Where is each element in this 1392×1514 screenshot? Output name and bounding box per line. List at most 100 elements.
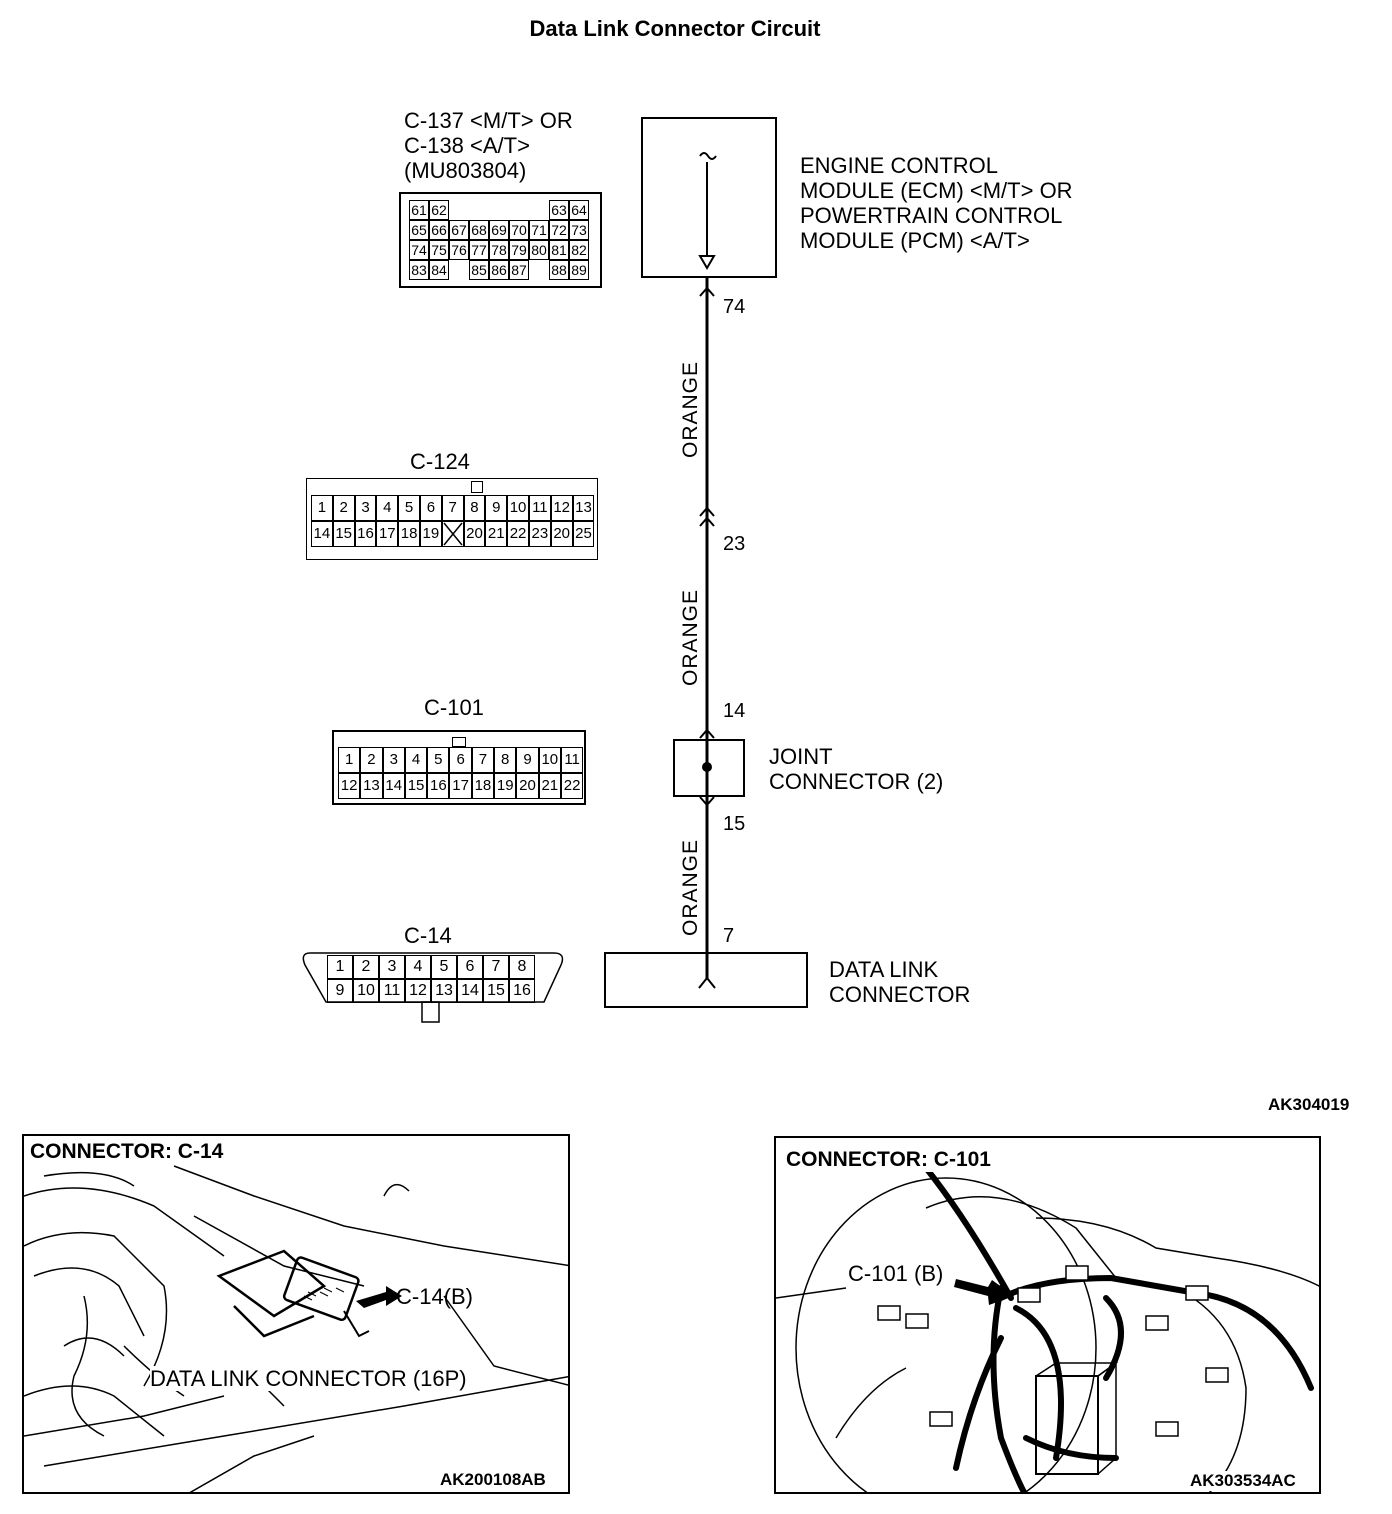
pin-15-label: 15 [723, 813, 746, 835]
pin-cell: 12 [338, 773, 361, 799]
photo-panel-c101: CONNECTOR: C-101 C-101 (B) AK303534AC [774, 1136, 1321, 1494]
ecm-connector-label-line: (MU803804) [404, 158, 527, 183]
ecm-module-box [641, 117, 777, 278]
ecm-tilde-symbol [699, 152, 717, 160]
pin-cell: 87 [509, 260, 529, 280]
pin-cell: 81 [549, 240, 569, 260]
wire-color-label: ORANGE [679, 838, 702, 936]
pin-cell: 10 [538, 747, 561, 773]
pin-cell: 88 [549, 260, 569, 280]
circuit-wiring [604, 152, 808, 1008]
pin-cell: 14 [457, 979, 483, 1003]
photo-panel-c101-title: CONNECTOR: C-101 [786, 1148, 995, 1172]
c101-label: C-101 [424, 695, 484, 720]
pin-cell: 1 [327, 955, 353, 979]
pin-cell: 16 [354, 521, 377, 547]
pin-cell: 75 [429, 240, 449, 260]
ecm-connector-label-line: C-137 <M/T> OR [404, 108, 573, 133]
pin-cell: 9 [516, 747, 539, 773]
pin-cell: 17 [376, 521, 399, 547]
c14-location-illustration [24, 1165, 568, 1492]
blocked-cavity-icon [443, 522, 463, 546]
pin-cell: 16 [509, 979, 535, 1003]
pin-cell: 61 [409, 200, 429, 220]
joint-splice-dot [702, 762, 712, 772]
dlc-label-line: DATA LINK [829, 957, 939, 982]
pin-cell: 4 [404, 747, 428, 773]
pin-cell: 84 [429, 260, 449, 280]
pin-cell: 77 [469, 240, 489, 260]
pin-cell: 10 [507, 495, 529, 521]
pin-cell: 5 [431, 955, 457, 979]
pin-cell: 18 [471, 773, 495, 799]
pin-cell: 65 [409, 220, 429, 240]
joint-connector-label-line: CONNECTOR (2) [769, 769, 944, 794]
pin-74-label: 74 [723, 296, 746, 318]
c14-callout: C-14(B) [396, 1284, 474, 1309]
empty-cavity [441, 521, 464, 547]
pin-cell: 25 [572, 521, 595, 547]
pin-cell: 66 [429, 220, 449, 240]
terminal-23-upper [699, 506, 715, 517]
pin-cell: 85 [469, 260, 489, 280]
joint-connector-label: JOINT CONNECTOR (2) [769, 744, 943, 794]
pin-cell: 21 [538, 773, 561, 799]
pin-cell: 21 [485, 521, 508, 547]
pin-cell: 20 [516, 773, 539, 799]
c101-location-illustration [776, 1165, 1319, 1492]
pin-cell: 64 [569, 200, 589, 220]
pin-cell: 17 [449, 773, 472, 799]
pin-cell: 14 [382, 773, 405, 799]
pin-cell: 4 [405, 955, 431, 979]
pin-cell: 12 [550, 495, 573, 521]
ecm-module-label-line: ENGINE CONTROL [800, 153, 999, 178]
pin-cell: 20 [550, 521, 573, 547]
pin-cell: 5 [427, 747, 450, 773]
dlc-label: DATA LINK CONNECTOR [829, 957, 970, 1007]
ecm-module-label: ENGINE CONTROL MODULE (ECM) <M/T> OR POW… [800, 153, 1073, 253]
photo-panel-c14: CONNECTOR: C-14 C-14(B) DATA LINK CONNEC… [22, 1134, 570, 1494]
pin-cell: 3 [382, 747, 405, 773]
ecm-module-label-line: POWERTRAIN CONTROL [800, 203, 1063, 228]
c14-connector-outline [302, 952, 564, 1023]
pin-cell: 13 [572, 495, 595, 521]
pin-cell: 2 [360, 747, 383, 773]
c101-lock-tab [452, 737, 466, 747]
pin-cell: 3 [379, 955, 405, 979]
pin-cell: 14 [311, 521, 333, 547]
pin-cell: 71 [529, 220, 549, 240]
pin-cell: 8 [494, 747, 517, 773]
pin-cell: 15 [332, 521, 355, 547]
diagram-title: Data Link Connector Circuit [529, 16, 821, 41]
diagram-code: AK304019 [1268, 1095, 1350, 1114]
pin-cell: 2 [332, 495, 355, 521]
pin-cell: 9 [327, 979, 353, 1003]
ecm-module-label-line: MODULE (ECM) <M/T> OR [800, 178, 1073, 203]
pin-23-label: 23 [723, 533, 746, 555]
pin-cell: 78 [489, 240, 509, 260]
pin-cell: 7 [471, 747, 495, 773]
pin-cell: 18 [398, 521, 420, 547]
terminal-74 [699, 286, 715, 297]
wire-color-label: ORANGE [679, 360, 702, 458]
pin-cell: 19 [494, 773, 517, 799]
pin-cell: 6 [419, 495, 442, 521]
wire-color-label: ORANGE [679, 588, 702, 686]
pin-cell: 74 [409, 240, 429, 260]
pin-cell: 72 [549, 220, 569, 240]
pin-cell: 89 [569, 260, 589, 280]
pin-cell: 20 [463, 521, 486, 547]
